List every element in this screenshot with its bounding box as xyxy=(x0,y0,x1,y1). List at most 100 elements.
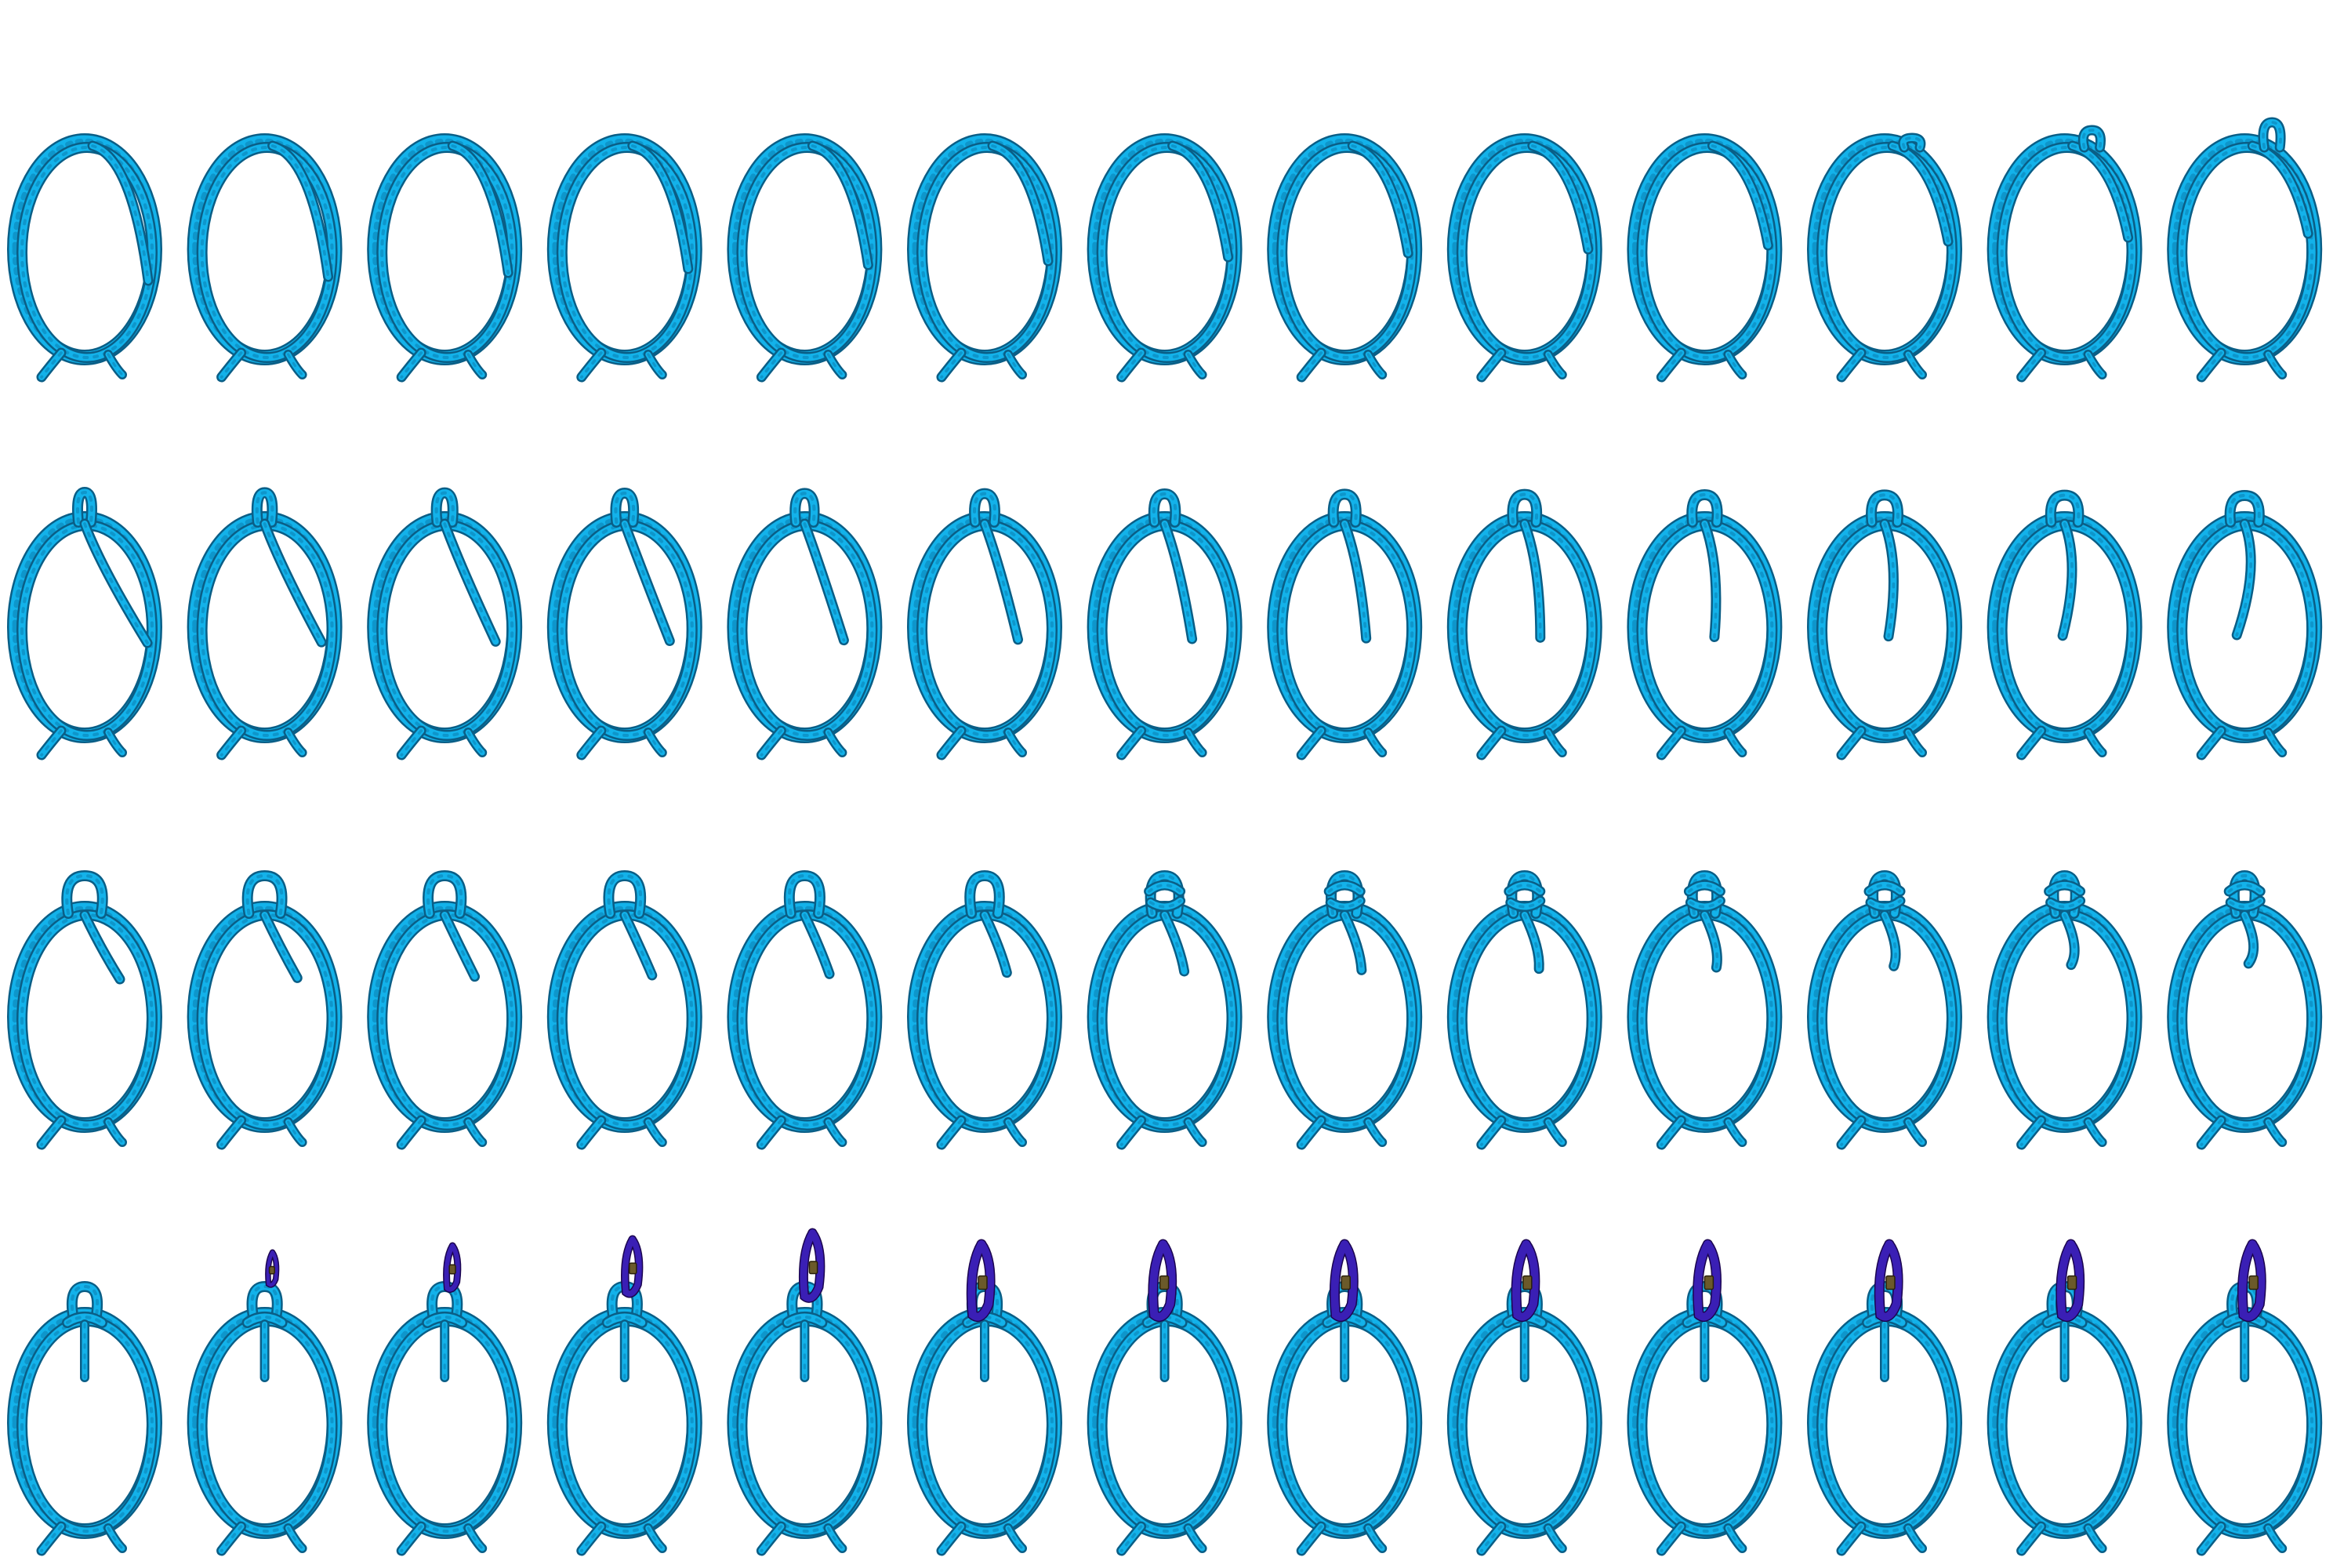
rope-coil-inner xyxy=(376,520,518,741)
carabiner xyxy=(621,1235,644,1298)
rope-tail xyxy=(396,347,426,383)
rope-tail xyxy=(823,1117,847,1147)
rope-tail xyxy=(756,347,786,383)
rope-tail xyxy=(823,728,847,757)
rope-coil-inner xyxy=(1636,909,1778,1131)
rope-coil-inner xyxy=(16,520,158,741)
rope-tail xyxy=(1656,725,1686,760)
rope-working-end xyxy=(447,140,513,278)
rope-coil-inner xyxy=(376,1316,518,1537)
rope-working-end xyxy=(267,140,334,282)
rope-tail xyxy=(216,1521,247,1556)
rope-loop xyxy=(66,1281,103,1325)
rope-tail xyxy=(283,350,307,379)
rope-working-end xyxy=(1699,518,1722,642)
rope-tail xyxy=(1476,1115,1507,1150)
rope-coil-inner xyxy=(1276,909,1418,1131)
rope-tail xyxy=(1723,1523,1747,1553)
rope-coil-inner xyxy=(196,1316,338,1537)
carabiner-gate xyxy=(1341,1275,1351,1290)
rope-bight xyxy=(789,488,820,528)
rope-tail xyxy=(1836,1115,1867,1150)
rope-tail xyxy=(1656,1521,1686,1556)
frame-r4-c12 xyxy=(1987,1239,2143,1556)
row-3 xyxy=(7,870,2323,1150)
rope-tail xyxy=(2263,728,2288,757)
carabiner-gate xyxy=(629,1262,637,1275)
rope-knot-wrap xyxy=(2044,880,2086,897)
rope-tail xyxy=(1656,347,1686,383)
frame-r4-c2 xyxy=(187,1249,343,1556)
rope-loop xyxy=(61,870,108,919)
carabiner-gate xyxy=(1522,1275,1533,1290)
frame-r3-c2 xyxy=(187,870,343,1150)
rope-coil-inner xyxy=(556,142,698,363)
rope-tail xyxy=(36,347,67,383)
rope-tail xyxy=(1903,728,1927,757)
rope-tail xyxy=(216,725,247,760)
rope-tail xyxy=(463,1523,488,1553)
rope-working-end xyxy=(2059,909,2080,971)
rope-tail xyxy=(1836,1521,1867,1556)
frame-r3-c3 xyxy=(367,870,523,1150)
rope-tail xyxy=(1903,1117,1927,1147)
rope-coil-inner xyxy=(556,909,698,1131)
frame-r1-c11 xyxy=(1807,132,1962,383)
rope-coil-inner xyxy=(376,142,518,363)
rope-coil-inner xyxy=(1096,520,1238,741)
frame-r4-c4 xyxy=(546,1235,702,1556)
rope-loop xyxy=(603,870,647,919)
rope-working-end xyxy=(619,518,675,646)
frame-r1-c13 xyxy=(2167,117,2323,383)
rope-loop xyxy=(2228,870,2261,919)
rope-tail xyxy=(2016,725,2047,760)
rope-coil-inner xyxy=(1996,1316,2138,1537)
rope-working-end xyxy=(1519,909,1544,975)
rope-working-end xyxy=(627,140,694,274)
rope-tail xyxy=(2016,347,2047,383)
rope-knot-wrap xyxy=(1685,895,1725,912)
rope-tail xyxy=(1296,1115,1326,1150)
rope-tail xyxy=(1003,1523,1027,1553)
rope-tail xyxy=(2016,1115,2047,1150)
rope-tail xyxy=(1116,725,1147,760)
rope-tail xyxy=(1363,728,1388,757)
rope-working-end xyxy=(1167,140,1234,263)
rope-tail xyxy=(1476,725,1507,760)
rope-working-end xyxy=(79,518,153,648)
carabiner xyxy=(1693,1239,1722,1323)
rope-knot-wrap xyxy=(422,1312,468,1328)
frame-r2-c8 xyxy=(1267,488,1423,760)
frame-r1-c2 xyxy=(187,133,343,383)
rope-tail xyxy=(1836,347,1867,383)
rope-bight xyxy=(2258,117,2286,153)
rope-tail xyxy=(1723,1117,1747,1147)
rope-coil-inner xyxy=(736,1316,878,1537)
rope-tail xyxy=(936,1521,967,1556)
frame-r2-c5 xyxy=(727,488,883,760)
frame-r1-c1 xyxy=(7,133,162,383)
rope-bight xyxy=(1327,488,1362,528)
rope-bight xyxy=(1148,488,1181,528)
rope-tail xyxy=(936,725,967,760)
carabiner-gate xyxy=(1704,1275,1714,1290)
frame-r4-c8 xyxy=(1267,1239,1423,1556)
rope-working-end xyxy=(1159,518,1198,644)
rope-bight xyxy=(430,487,459,528)
rope-working-end xyxy=(2057,518,2077,641)
frame-r1-c3 xyxy=(367,133,523,383)
rope-coil-inner xyxy=(2176,909,2318,1131)
rope-coil-inner xyxy=(1996,142,2138,363)
rope-knot-wrap xyxy=(1323,880,1366,897)
rope-coil-inner xyxy=(1996,520,2138,741)
frame-r4-c13 xyxy=(2167,1239,2323,1556)
rope-tail xyxy=(1003,728,1027,757)
rope-coil-inner xyxy=(16,909,158,1131)
rope-tail xyxy=(2083,1523,2107,1553)
rope-bight xyxy=(1866,489,1903,528)
rope-tail xyxy=(103,1117,127,1147)
frame-r3-c7 xyxy=(1087,870,1243,1150)
rope-tail xyxy=(1116,1115,1147,1150)
rope-coil-inner xyxy=(1636,520,1778,741)
